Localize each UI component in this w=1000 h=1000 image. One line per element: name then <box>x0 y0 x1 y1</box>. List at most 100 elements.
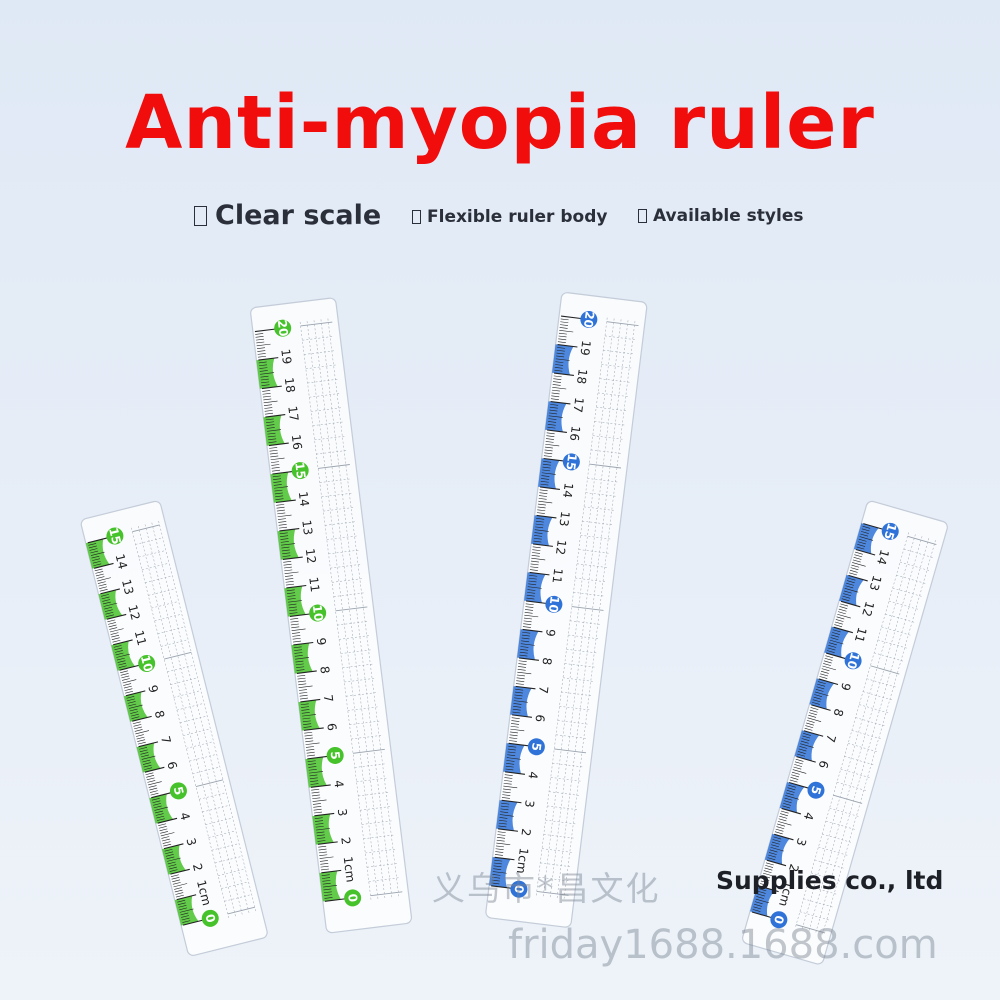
tick-mark <box>262 390 271 392</box>
tick-mark <box>536 512 545 514</box>
tick-mark <box>797 751 806 754</box>
tick-mark <box>526 600 547 604</box>
tick-mark <box>108 624 117 628</box>
tick-mark <box>532 546 541 549</box>
tick-mark <box>105 611 114 615</box>
tick-mark <box>860 531 869 534</box>
tick-mark <box>491 879 500 882</box>
tick-mark <box>288 600 303 603</box>
tick-mark <box>513 706 522 708</box>
tick-mark <box>308 763 317 765</box>
tick-mark <box>843 593 852 597</box>
tick-mark <box>291 628 306 631</box>
tick-mark <box>272 471 293 475</box>
tick-mark <box>116 653 130 658</box>
tick-mark <box>304 737 313 740</box>
tick-mark <box>261 381 270 384</box>
tick-mark <box>277 514 292 518</box>
tick-mark <box>174 887 183 890</box>
tick-mark <box>279 527 300 532</box>
tick-mark <box>152 800 161 804</box>
tick-mark <box>310 780 319 782</box>
tick-mark <box>286 584 307 589</box>
tick-mark <box>177 899 186 903</box>
tick-mark <box>512 711 521 714</box>
tick-mark <box>828 645 837 648</box>
tick-mark <box>549 412 558 415</box>
tick-mark <box>757 890 766 894</box>
number-badge <box>201 909 219 927</box>
tick-mark <box>498 825 507 828</box>
tick-mark <box>835 619 844 622</box>
tick-mark <box>134 726 142 730</box>
tick-mark <box>162 838 170 842</box>
tick-mark <box>844 588 859 593</box>
tick-mark <box>856 546 865 550</box>
tick-mark <box>89 548 98 551</box>
tick-mark <box>287 598 296 600</box>
tick-mark <box>826 650 835 653</box>
tick-mark <box>147 780 156 783</box>
tick-mark <box>162 841 171 844</box>
tick-mark <box>294 652 303 654</box>
tick-label: 16 <box>289 434 305 451</box>
tick-mark <box>281 543 296 546</box>
tick-mark <box>493 865 502 868</box>
tick-mark <box>137 739 146 742</box>
tick-mark <box>541 478 550 480</box>
tick-mark <box>151 797 160 801</box>
tick-mark <box>536 514 557 519</box>
tick-mark <box>544 449 553 452</box>
tick-mark <box>110 632 119 635</box>
tick-mark <box>542 469 551 472</box>
tick-mark <box>528 580 537 583</box>
tick-mark <box>783 800 792 804</box>
tick-mark <box>121 678 130 681</box>
number-badge <box>580 310 598 328</box>
tick-mark <box>300 703 309 706</box>
ruler-body <box>80 500 268 956</box>
tick-mark <box>260 375 269 378</box>
tick-mark <box>852 559 861 563</box>
tick-mark <box>279 532 288 535</box>
tick-mark <box>509 734 518 737</box>
tick-mark <box>142 759 151 763</box>
number-badge <box>844 652 862 670</box>
tick-mark <box>533 543 553 547</box>
tick-mark <box>797 753 806 757</box>
tick-mark <box>518 666 527 668</box>
tick-mark <box>158 826 167 829</box>
tick-mark <box>309 774 318 777</box>
watermark-company: 义乌市*昌文化 <box>432 869 661 908</box>
tick-mark <box>558 338 567 341</box>
tick-mark <box>291 632 300 634</box>
tick-mark <box>102 601 111 605</box>
tick-mark <box>273 484 282 486</box>
tick-mark <box>526 597 535 600</box>
tick-mark <box>539 489 548 492</box>
tick-label: 10 <box>546 595 562 613</box>
tick-mark <box>258 361 267 364</box>
tick-mark <box>156 815 165 819</box>
tick-label: 18 <box>282 377 298 394</box>
tick-mark <box>180 912 189 916</box>
tick-mark <box>757 893 765 897</box>
tick-mark <box>554 367 563 369</box>
tick-mark <box>546 435 555 437</box>
tick-mark <box>530 563 539 566</box>
tick-mark <box>280 538 289 540</box>
tick-mark <box>319 860 328 862</box>
tick-mark <box>128 703 137 707</box>
tick-mark <box>491 885 512 889</box>
tick-mark <box>796 756 816 763</box>
tick-mark <box>125 690 146 697</box>
tick-mark <box>806 720 815 723</box>
tick-mark <box>96 576 105 579</box>
tick-mark <box>838 608 847 612</box>
tick-mark <box>772 839 781 842</box>
tick-mark <box>549 409 558 412</box>
tick-mark <box>832 629 841 633</box>
tick-label: 15 <box>292 461 308 479</box>
tick-mark <box>93 563 102 567</box>
tick-mark <box>499 817 508 819</box>
